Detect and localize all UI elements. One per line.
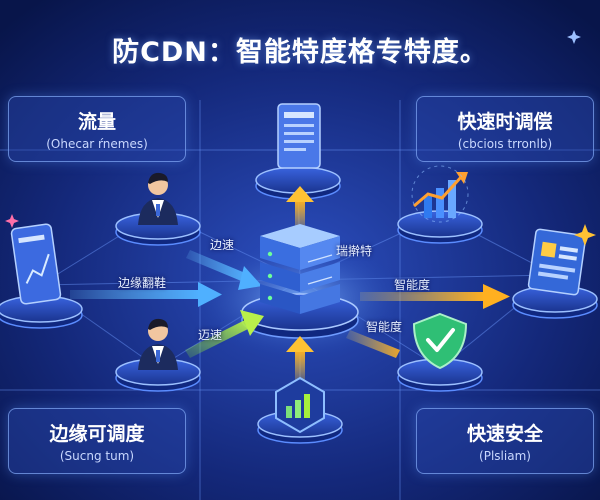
arrow-orange-diag [346, 330, 400, 358]
database-server-icon [260, 224, 340, 314]
pedestal-growth [397, 210, 483, 244]
pedestal-user-bottom [115, 358, 201, 392]
card-edge-scheduling-title: 边缘可调度 [49, 423, 145, 445]
sparkle-icon [5, 30, 596, 246]
pedestals [0, 166, 598, 444]
card-edge-scheduling-subtitle: (Sucng tum) [59, 449, 135, 463]
edge-label: 智能度 [366, 320, 403, 334]
user-avatar-icon [138, 172, 178, 225]
card-traffic: 流量 (Ohecar ŕnemes) [8, 96, 186, 162]
bar-chart-icon [275, 376, 325, 434]
dashboard-icon [527, 228, 587, 296]
card-fast-scheduling-subtitle: (cbcioıs trronlb) [457, 137, 553, 151]
arrow-blue-diag [186, 250, 262, 290]
card-traffic-subtitle: (Ohecar ŕnemes) [46, 137, 148, 151]
page-title: 防CDN：智能特度格专特度。 [112, 37, 488, 68]
pedestal-shield [397, 358, 483, 392]
document-icon [277, 103, 321, 169]
arrow-up-yellow-bottom [286, 336, 314, 382]
edge-label: 智能度 [394, 278, 431, 292]
arrow-green-diag [185, 310, 264, 358]
card-fast-security: 快速安全 (Plsliam) [416, 408, 594, 474]
edge-label: 边缘翻鞋 [118, 276, 167, 290]
arrow-up-yellow [286, 186, 314, 230]
arrows [70, 186, 510, 382]
card-edge-scheduling: 边缘可调度 (Sucng tum) [8, 408, 186, 474]
card-fast-security-title: 快速安全 [466, 423, 543, 445]
pedestal-document [255, 166, 341, 200]
pedestal-user-top [115, 212, 201, 246]
shield-check-icon [412, 312, 468, 370]
edge-label: 边速 [210, 238, 235, 252]
chart-tablet-icon [10, 223, 62, 305]
growth-chart-icon [411, 165, 469, 223]
card-fast-security-subtitle: (Plsliam) [479, 449, 531, 463]
card-fast-scheduling: 快速时调偿 (cbcioıs trronlb) [416, 96, 594, 162]
card-fast-scheduling-title: 快速时调偿 [457, 111, 553, 133]
arrow-right-yellow [360, 284, 510, 309]
card-traffic-title: 流量 [77, 111, 116, 133]
edge-label: 迈速 [198, 328, 223, 342]
arrow-left-blue [70, 282, 222, 307]
edge-label: 瑞擀特 [336, 244, 373, 258]
user-avatar-icon [138, 318, 178, 370]
